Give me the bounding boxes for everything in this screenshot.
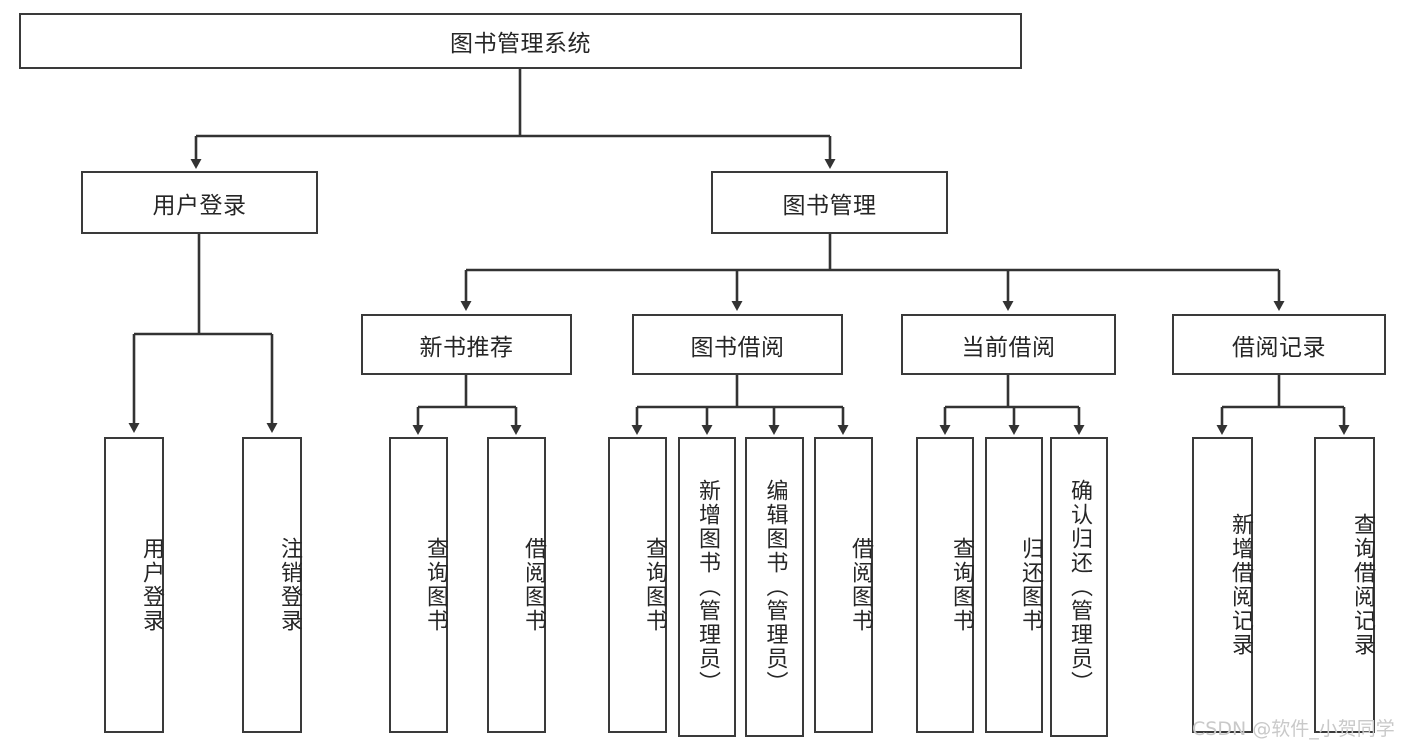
node-book-management-label: 图书管理	[782, 192, 877, 219]
leaf-current-confirm-return-admin[interactable]: 确认归还（管理员）	[1050, 437, 1108, 737]
node-root-system-label: 图书管理系统	[450, 31, 591, 57]
node-user-login[interactable]: 用户登录	[81, 171, 318, 234]
node-book-management[interactable]: 图书管理	[711, 171, 948, 234]
node-book-borrow[interactable]: 图书借阅	[632, 314, 843, 375]
leaf-record-query-record[interactable]: 查询借阅记录	[1314, 437, 1375, 733]
leaf-current-query-book-label: 查询图书	[949, 537, 974, 633]
leaf-record-add-record-label: 新增借阅记录	[1228, 513, 1253, 657]
leaf-user-login-logout[interactable]: 注销登录	[242, 437, 302, 733]
node-root-system[interactable]: 图书管理系统	[19, 13, 1022, 69]
node-user-login-label: 用户登录	[152, 192, 247, 219]
leaf-borrow-add-book-admin-label: 新增图书（管理员）	[695, 479, 720, 695]
node-book-borrow-label: 图书借阅	[690, 334, 785, 361]
leaf-borrow-borrow-book[interactable]: 借阅图书	[814, 437, 873, 733]
leaf-borrow-add-book-admin[interactable]: 新增图书（管理员）	[678, 437, 736, 737]
leaf-record-add-record[interactable]: 新增借阅记录	[1192, 437, 1253, 733]
node-borrow-record-label: 借阅记录	[1232, 334, 1326, 361]
leaf-recommend-query-book[interactable]: 查询图书	[389, 437, 448, 733]
leaf-recommend-borrow-book[interactable]: 借阅图书	[487, 437, 546, 733]
node-borrow-record[interactable]: 借阅记录	[1172, 314, 1386, 375]
leaf-recommend-borrow-book-label: 借阅图书	[521, 537, 546, 633]
leaf-record-query-record-label: 查询借阅记录	[1350, 513, 1375, 657]
node-new-book-recommend[interactable]: 新书推荐	[361, 314, 572, 375]
leaf-user-login-login-label: 用户登录	[139, 537, 164, 633]
leaf-current-return-book-label: 归还图书	[1018, 537, 1043, 633]
leaf-borrow-borrow-book-label: 借阅图书	[848, 537, 873, 633]
leaf-borrow-query-book[interactable]: 查询图书	[608, 437, 667, 733]
leaf-current-confirm-return-admin-label: 确认归还（管理员）	[1067, 479, 1092, 695]
node-current-borrow[interactable]: 当前借阅	[901, 314, 1116, 375]
leaf-current-return-book[interactable]: 归还图书	[985, 437, 1043, 733]
leaf-borrow-edit-book-admin[interactable]: 编辑图书（管理员）	[745, 437, 804, 737]
leaf-recommend-query-book-label: 查询图书	[423, 537, 448, 633]
watermark-text: CSDN @软件_小贺同学	[1192, 718, 1395, 740]
leaf-user-login-login[interactable]: 用户登录	[104, 437, 164, 733]
node-new-book-recommend-label: 新书推荐	[419, 334, 514, 361]
leaf-borrow-edit-book-admin-label: 编辑图书（管理员）	[762, 479, 788, 695]
leaf-user-login-logout-label: 注销登录	[277, 537, 302, 633]
leaf-current-query-book[interactable]: 查询图书	[916, 437, 974, 733]
node-current-borrow-label: 当前借阅	[961, 334, 1056, 361]
leaf-borrow-query-book-label: 查询图书	[642, 537, 667, 633]
